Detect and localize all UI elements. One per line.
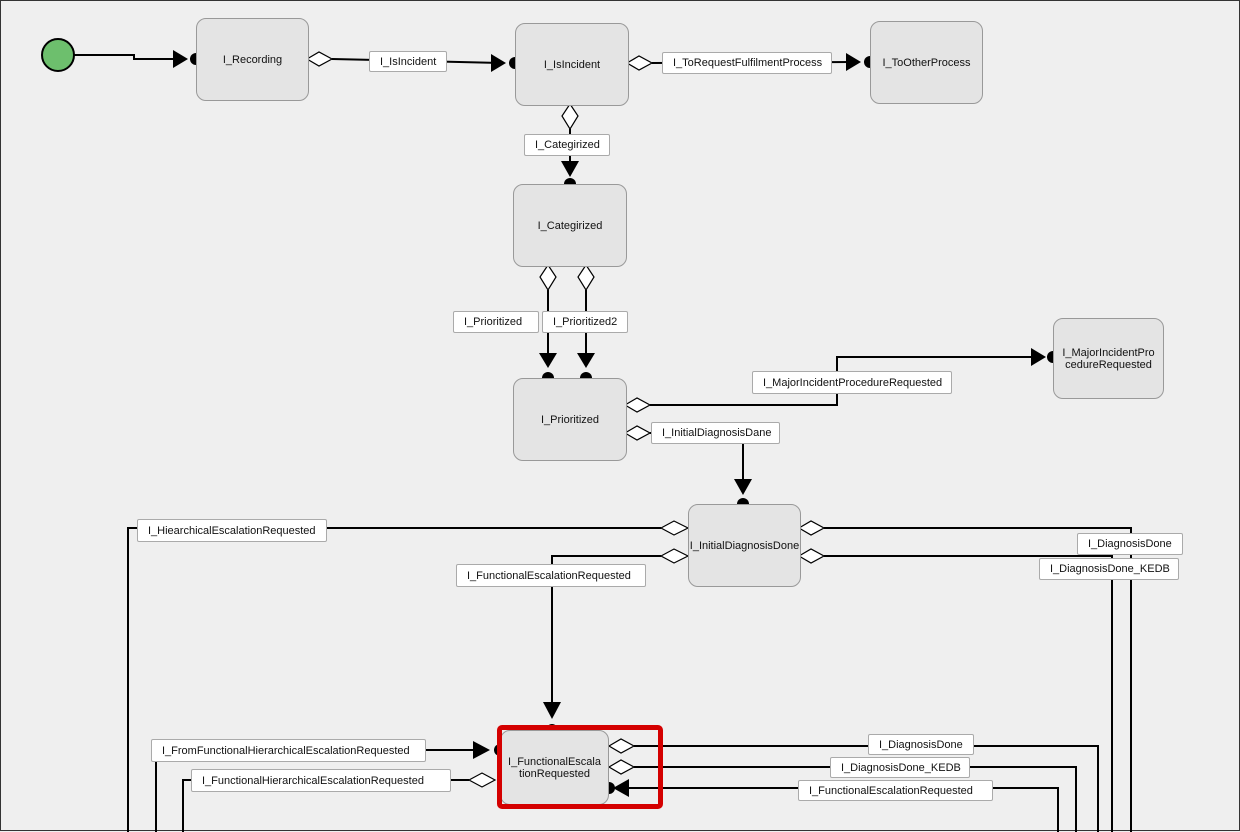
label-from-functional-hierarchical[interactable]: I_FromFunctionalHierarchicalEscalationRe…: [151, 739, 426, 762]
label-is-incident[interactable]: I_IsIncident: [369, 51, 447, 72]
edge-diagnosis-done-kedb-2[interactable]: [634, 766, 1077, 832]
edge-hierarchical-escalation[interactable]: [127, 527, 661, 832]
label-hierarchical-escalation[interactable]: I_HiearchicalEscalationRequested: [137, 519, 327, 542]
label-functional-escalation-2[interactable]: I_FunctionalEscalationRequested: [798, 780, 993, 801]
label-major-incident[interactable]: I_MajorIncidentProcedureRequested: [752, 371, 952, 394]
edge-diagnosis-done-2[interactable]: [634, 745, 1099, 832]
edge-functional-escalation[interactable]: [551, 555, 661, 706]
edge-start-recording[interactable]: [74, 54, 186, 60]
node-is-incident[interactable]: I_IsIncident: [515, 23, 629, 106]
label-initial-diagnosis[interactable]: I_InitialDiagnosisDane: [651, 422, 780, 444]
node-to-other-process[interactable]: I_ToOtherProcess: [870, 21, 983, 104]
label-prioritized[interactable]: I_Prioritized: [453, 311, 539, 333]
selection-highlight: [497, 725, 663, 809]
label-diagnosis-done-kedb[interactable]: I_DiagnosisDone_KEDB: [1039, 558, 1179, 580]
diamond-icon: [577, 263, 595, 292]
label-diagnosis-done-2[interactable]: I_DiagnosisDone: [868, 734, 974, 755]
diamond-icon: [561, 102, 579, 131]
label-diagnosis-done-kedb-2[interactable]: I_DiagnosisDone_KEDB: [830, 757, 970, 778]
edge-functional-escalation-2[interactable]: [626, 787, 1059, 832]
label-prioritized2[interactable]: I_Prioritized2: [542, 311, 628, 333]
diamond-icon: [623, 425, 652, 441]
diamond-icon: [539, 263, 557, 292]
node-recording[interactable]: I_Recording: [196, 18, 309, 101]
node-categirized[interactable]: I_Categirized: [513, 184, 627, 267]
diamond-icon: [305, 51, 334, 67]
diamond-icon: [625, 55, 654, 71]
diamond-icons: [305, 51, 826, 788]
diamond-icon: [607, 759, 636, 775]
label-categirized[interactable]: I_Categirized: [524, 134, 610, 156]
node-prioritized[interactable]: I_Prioritized: [513, 378, 627, 461]
label-functional-escalation[interactable]: I_FunctionalEscalationRequested: [456, 564, 646, 587]
edge-diagnosis-done[interactable]: [824, 527, 1132, 832]
edge-diagnosis-done-kedb[interactable]: [824, 555, 1113, 832]
diamond-icon: [659, 520, 690, 536]
diamond-icon: [467, 772, 497, 788]
diamond-icon: [607, 738, 636, 754]
node-major-incident[interactable]: I_MajorIncidentProcedureRequested: [1053, 318, 1164, 399]
diamond-icon: [623, 397, 652, 413]
label-to-request-fulfilment[interactable]: I_ToRequestFulfilmentProcess: [662, 52, 832, 74]
label-functional-hierarchical[interactable]: I_FunctionalHierarchicalEscalationReques…: [191, 769, 451, 792]
node-initial-diagnosis-done[interactable]: I_InitialDiagnosisDone: [688, 504, 801, 587]
node-functional-escalation-requested[interactable]: I_FunctionalEscalationRequested: [500, 730, 609, 805]
diamond-icon: [797, 520, 826, 536]
label-diagnosis-done[interactable]: I_DiagnosisDone: [1077, 533, 1183, 555]
diamond-icon: [797, 548, 826, 564]
diamond-icon: [659, 548, 690, 564]
start-event[interactable]: [41, 38, 75, 72]
